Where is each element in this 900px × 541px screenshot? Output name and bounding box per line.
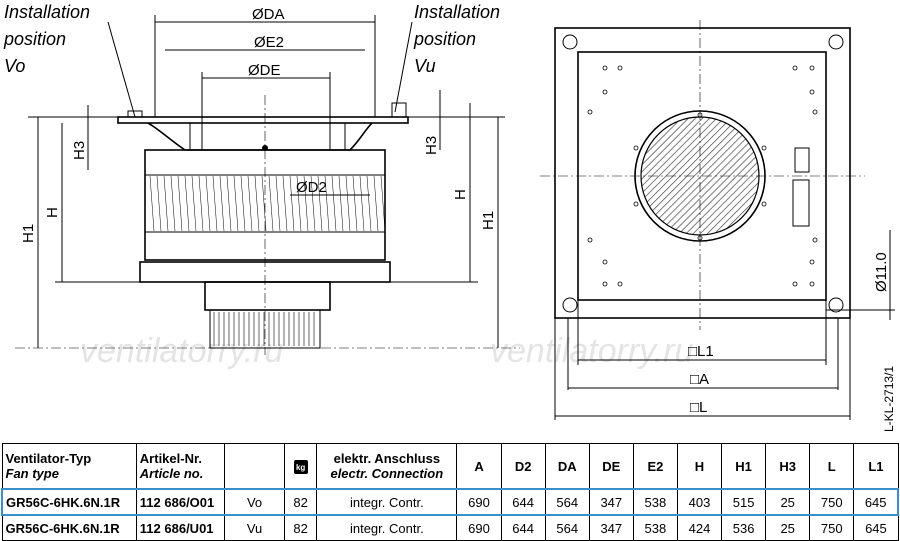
dim-H3-left: H3 [71, 141, 88, 160]
cell-article: 112 686/O01 [135, 488, 225, 516]
dim-A: □A [690, 371, 709, 388]
cell-H1: 536 [721, 514, 767, 541]
cell-type: GR56C-6HK.6N.1R [0, 488, 137, 516]
technical-drawing: ventilatorry.ru ventilatorry.ru ØDA ØE2 [3, 2, 896, 432]
cell-H: 403 [676, 488, 723, 516]
header-H3: H3 [765, 443, 811, 490]
header-DA: DA [544, 443, 590, 490]
cell-position: Vo [223, 488, 286, 516]
watermark-right: ventilatorry.ru [490, 332, 694, 370]
cell-DA: 564 [544, 514, 590, 541]
cell-connection: integr. Contr. [316, 514, 458, 541]
watermark-left: ventilatorry.ru [80, 332, 284, 370]
header-article-no: Artikel-Nr.Article no. [135, 443, 225, 490]
label-installation-vu: Installation position Vu [413, 2, 505, 76]
drawing-number: L-KL-2713/1 [882, 366, 896, 432]
cell-L: 750 [809, 514, 855, 541]
cell-weight: 82 [284, 514, 318, 541]
dim-L1: □L1 [688, 343, 714, 360]
top-view: □L1 □A □L Ø11.0 L-KL-2713/1 [540, 20, 896, 432]
cell-A: 690 [456, 514, 502, 541]
cell-H3: 25 [765, 488, 811, 516]
dim-L: □L [690, 399, 707, 416]
cell-L1: 645 [853, 488, 900, 516]
cell-L1: 645 [853, 514, 899, 541]
dim-H1-left: H1 [20, 224, 37, 243]
dim-H-right: H [452, 189, 469, 200]
dim-E2: ØE2 [254, 34, 284, 51]
dim-H3-right: H3 [423, 136, 440, 155]
header-H: H [676, 443, 723, 490]
header-DE: DE [588, 443, 634, 490]
cell-D2: 644 [500, 488, 546, 516]
cell-E2: 538 [632, 488, 678, 516]
header-A: A [456, 443, 502, 490]
cell-type: GR56C-6HK.6N.1R [1, 514, 137, 541]
table-row[interactable]: GR56C-6HK.6N.1R 112 686/O01 Vo 82 integr… [0, 488, 900, 516]
cell-H1: 515 [721, 488, 767, 516]
cell-E2: 538 [632, 514, 678, 541]
dim-DE: ØDE [248, 62, 281, 79]
side-view: ØDA ØE2 ØDE ØD2 H1 H H3 H1 H H3 Installa… [3, 2, 520, 355]
header-L1: L1 [853, 443, 899, 490]
header-E2: E2 [632, 443, 678, 490]
cell-position: Vu [223, 514, 286, 541]
table-row[interactable]: GR56C-6HK.6N.1R 112 686/U01 Vu 82 integr… [1, 514, 899, 541]
header-H1: H1 [721, 443, 767, 490]
dim-H1-right: H1 [480, 211, 497, 230]
header-position [223, 443, 286, 490]
cell-weight: 82 [284, 488, 318, 516]
header-weight: kg [284, 443, 318, 490]
weight-icon: kg [293, 460, 308, 474]
dim-hole: Ø11.0 [873, 252, 890, 292]
cell-D2: 644 [500, 514, 546, 541]
cell-DE: 347 [588, 514, 634, 541]
header-D2: D2 [500, 443, 546, 490]
cell-H3: 25 [765, 514, 811, 541]
header-L: L [809, 443, 855, 490]
cell-A: 690 [456, 488, 502, 516]
cell-DE: 347 [588, 488, 634, 516]
cell-L: 750 [809, 488, 855, 516]
cell-DA: 564 [544, 488, 590, 516]
cell-connection: integr. Contr. [316, 488, 458, 516]
cell-article: 112 686/U01 [135, 514, 225, 541]
dim-DA: ØDA [252, 6, 285, 23]
cell-H: 424 [676, 514, 723, 541]
label-installation-vo: Installation position Vo [3, 2, 95, 76]
dim-D2: ØD2 [296, 179, 327, 196]
dim-H-left: H [44, 207, 61, 218]
